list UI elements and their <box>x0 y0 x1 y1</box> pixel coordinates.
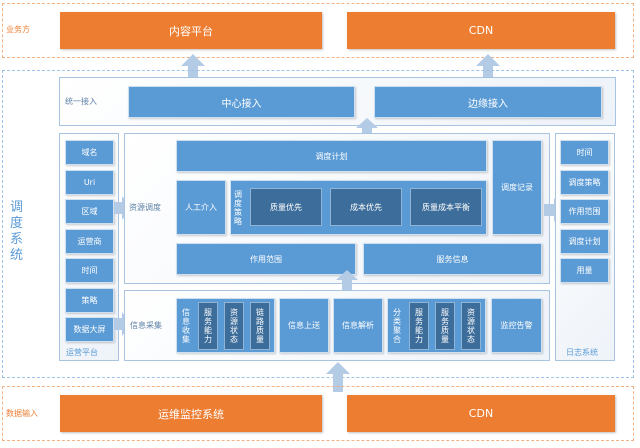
data-input-frame <box>2 386 634 441</box>
arrow-up-icon <box>356 118 378 140</box>
ops-item-domain: 域名 <box>65 140 114 165</box>
log-item-strategy: 调度策略 <box>560 170 609 195</box>
cdn-bottom-box: CDN <box>347 395 615 432</box>
info-parse-box: 信息解析 <box>333 298 383 353</box>
classify-item-resource-status: 资源状态 <box>461 302 481 350</box>
ops-item-dashboard: 数据大屏 <box>65 317 114 342</box>
scheduling-system-frame <box>2 70 634 378</box>
data-input-label: 数据输入 <box>6 409 38 418</box>
ops-item-region: 区域 <box>65 199 114 224</box>
schedule-strategy-label: 调度策略 <box>233 190 243 226</box>
classify-item-service-quality: 服务质量 <box>435 302 455 350</box>
info-gather-label: 信息收集 <box>181 308 191 344</box>
schedule-plan-box: 调度计划 <box>176 140 487 172</box>
arrow-up-icon <box>476 54 500 82</box>
ops-monitoring-box: 运维监控系统 <box>60 395 322 432</box>
strategy-balanced: 质量成本平衡 <box>410 188 482 226</box>
gather-item-link-quality: 链路质量 <box>250 302 270 350</box>
service-info-box: 服务信息 <box>363 243 542 275</box>
log-item-time: 时间 <box>560 140 609 165</box>
monitor-alert-box: 监控告警 <box>491 298 542 353</box>
cdn-top-box: CDN <box>347 12 615 49</box>
log-item-usage: 用量 <box>560 258 609 283</box>
ops-item-isp: 运营商 <box>65 229 114 254</box>
gather-item-service-capacity: 服务能力 <box>198 302 218 350</box>
strategy-cost-first: 成本优先 <box>330 188 402 226</box>
scope-box: 作用范围 <box>176 243 356 275</box>
scheduling-system-label: 调度系统 <box>10 200 24 263</box>
manual-intervention-box: 人工介入 <box>176 180 226 235</box>
ops-item-strategy: 策略 <box>65 288 114 313</box>
schedule-record-box: 调度记录 <box>492 140 542 235</box>
strategy-quality-first: 质量优先 <box>250 188 322 226</box>
center-access-box: 中心接入 <box>128 86 355 118</box>
arrow-right-icon <box>114 312 132 336</box>
ops-item-uri: Uri <box>65 170 114 195</box>
ops-item-time: 时间 <box>65 258 114 283</box>
business-layer-label: 业务方 <box>6 25 30 34</box>
gather-item-resource-status: 资源状态 <box>224 302 244 350</box>
arrow-up-icon <box>326 362 350 392</box>
log-item-scope: 作用范围 <box>560 199 609 224</box>
ops-platform-label: 运营平台 <box>66 348 98 357</box>
arrow-up-icon <box>181 54 205 82</box>
arrow-right-icon <box>114 196 132 220</box>
log-item-plan: 调度计划 <box>560 229 609 254</box>
content-platform-box: 内容平台 <box>60 12 322 49</box>
classify-label: 分类聚合 <box>392 308 402 344</box>
info-upload-box: 信息上送 <box>279 298 329 353</box>
resource-scheduling-label: 资源调度 <box>129 203 161 212</box>
edge-access-box: 边缘接入 <box>374 86 602 118</box>
business-layer-frame <box>2 3 634 58</box>
unified-access-label: 统一接入 <box>65 97 97 106</box>
arrow-up-icon <box>336 270 358 296</box>
log-system-label: 日志系统 <box>566 348 598 357</box>
classify-item-service-capacity: 服务能力 <box>409 302 429 350</box>
info-collection-label: 信息采集 <box>130 321 162 330</box>
